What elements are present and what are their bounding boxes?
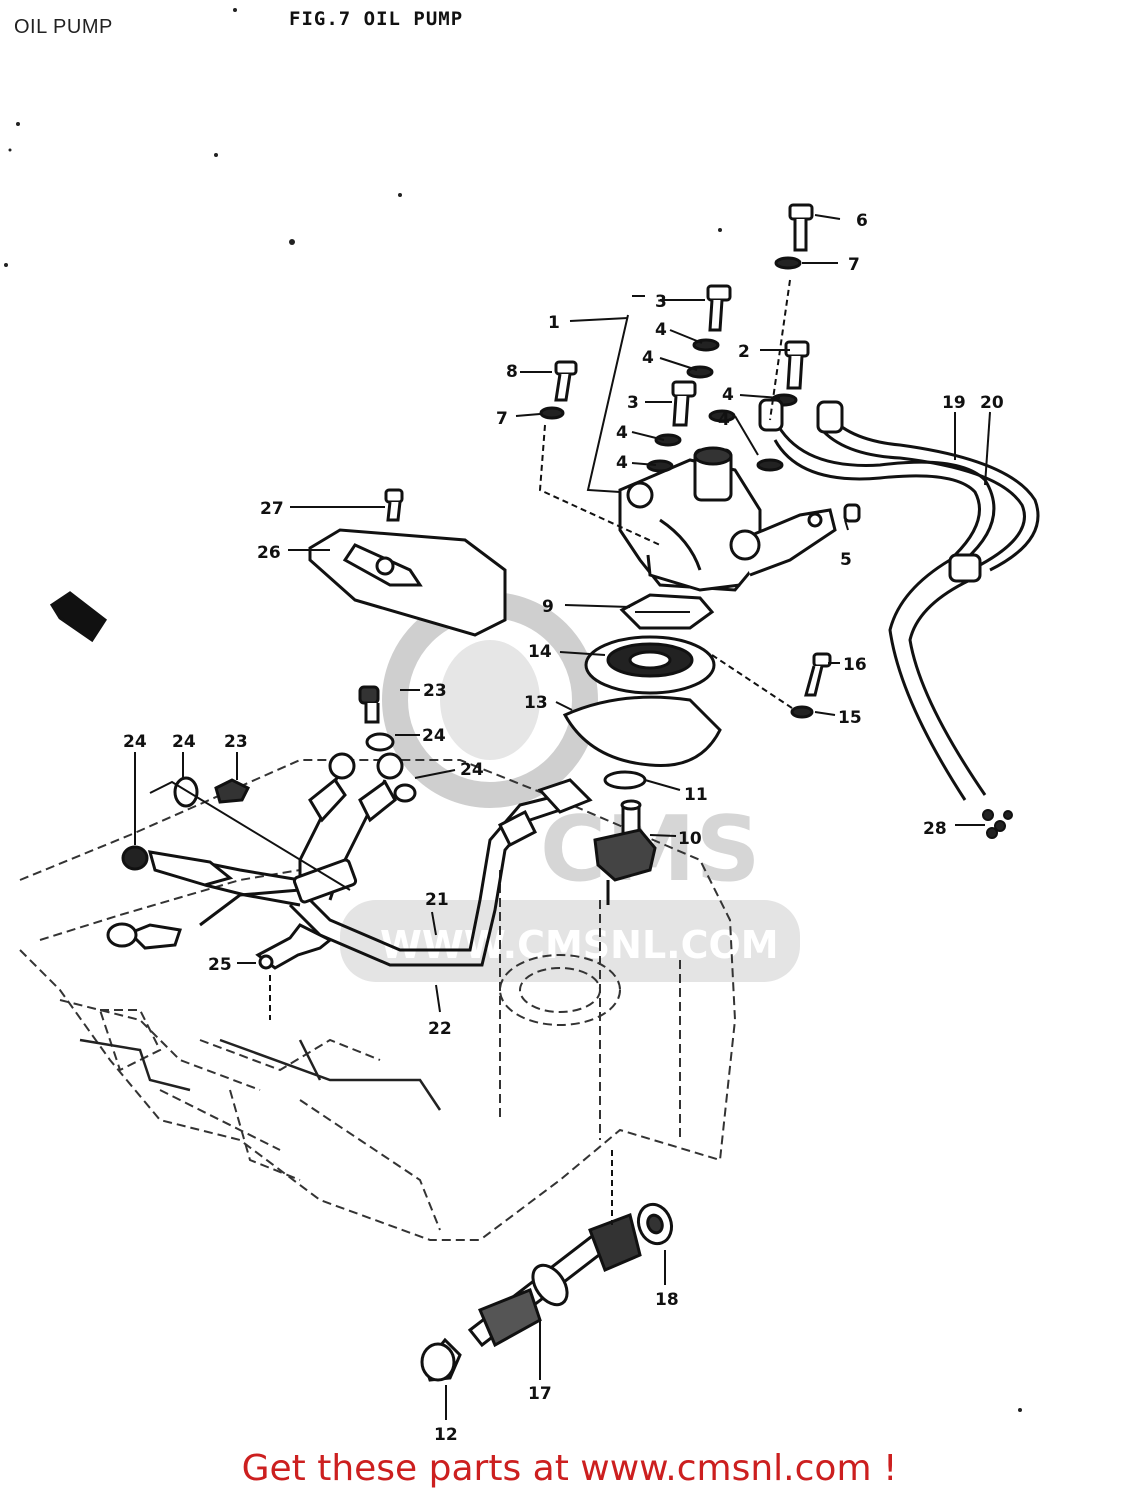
callout-28: 28 (923, 819, 947, 839)
oil-pipes-19-20 (758, 398, 1040, 801)
footer-parts-link[interactable]: Get these parts at www.cmsnl.com ! (241, 1448, 898, 1489)
callout-10: 10 (678, 829, 702, 849)
callout-22: 22 (428, 1019, 452, 1039)
callout-13: 14 (528, 642, 552, 662)
callout-1: 1 (548, 313, 560, 333)
casing-solid-lines (79, 1038, 442, 1111)
oil-lines-21-22 (106, 752, 593, 967)
callout-6: 6 (856, 211, 868, 231)
callout-24a: 24 (422, 726, 446, 746)
callout-14: 15 (838, 708, 862, 728)
callout-4f: 4 (616, 453, 628, 473)
banjo-bolts (173, 685, 417, 808)
callout-3a: 3 (655, 292, 667, 312)
callout-25: 25 (208, 955, 232, 975)
oil-pump-body (618, 446, 837, 592)
callout-16: 17 (528, 1384, 552, 1404)
callout-4d: 4 (718, 410, 730, 430)
callout-labels: 6 7 3 1 4 2 4 8 4 3 19 20 7 4 4 4 27 26 … (123, 211, 1004, 1445)
callout-11: 11 (684, 785, 708, 805)
clamp-25 (255, 923, 333, 970)
callout-3b: 3 (627, 393, 639, 413)
callout-24b: 24 (123, 732, 147, 752)
watermark: CMS WWW.CMSNL.COM (340, 592, 800, 982)
callout-2: 2 (738, 342, 750, 362)
scan-specks (4, 8, 1022, 1412)
callout-4c: 4 (722, 385, 734, 405)
callout-26: 26 (257, 543, 281, 563)
figure-title: FIG.7 OIL PUMP (289, 8, 464, 30)
callout-4b: 4 (642, 348, 654, 368)
watermark-url: WWW.CMSNL.COM (380, 923, 779, 967)
front-direction-arrow (49, 591, 108, 643)
bolts-upper (539, 203, 861, 719)
callout-5: 5 (840, 550, 852, 570)
cover-26 (308, 488, 507, 637)
page-title: OIL PUMP (14, 16, 113, 38)
callout-21: 21 (425, 890, 449, 910)
callout-7b: 7 (496, 409, 508, 429)
callout-7a: 7 (848, 255, 860, 275)
callout-24c: 24 (172, 732, 196, 752)
callout-19: 19 (942, 393, 966, 413)
callout-27: 27 (260, 499, 284, 519)
leader-lines (134, 214, 991, 1420)
callout-4a: 4 (655, 320, 667, 340)
callout-23b: 23 (224, 732, 248, 752)
callout-20: 20 (980, 393, 1004, 413)
clamp-28 (982, 809, 1013, 839)
pump-drive-gear (593, 799, 657, 905)
callout-18: 12 (434, 1425, 458, 1445)
callout-12: 13 (524, 693, 548, 713)
callout-4e: 4 (616, 423, 628, 443)
callout-8: 8 (506, 362, 518, 382)
callout-9: 9 (542, 597, 554, 617)
pump-gaskets (562, 593, 722, 790)
callout-15: 16 (843, 655, 867, 675)
callout-24d: 24 (460, 760, 484, 780)
callout-23a: 23 (423, 681, 447, 701)
callout-17: 18 (655, 1290, 679, 1310)
drive-shaft-16 (420, 1202, 674, 1382)
